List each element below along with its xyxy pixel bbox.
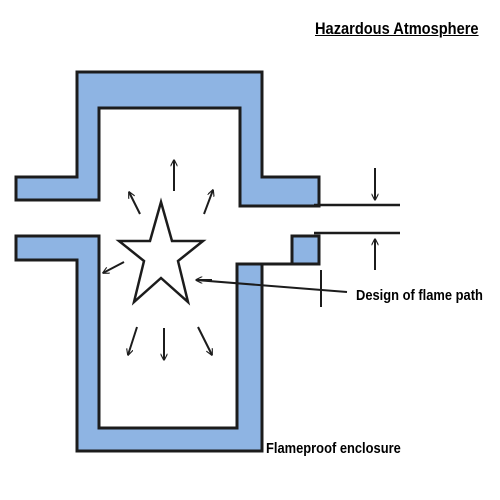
enclosure-label: Flameproof enclosure — [266, 440, 401, 457]
arrow-down-left-icon — [128, 326, 138, 355]
lower-enclosure-wall — [14, 234, 321, 453]
diagram-title: Hazardous Atmosphere — [315, 19, 479, 38]
flame-path-label: Design of flame path — [356, 287, 483, 304]
arrow-left-icon — [103, 261, 125, 273]
star-icon — [115, 197, 207, 306]
arrow-down-right-icon — [197, 326, 213, 355]
upper-enclosure-wall — [14, 70, 321, 208]
arrow-up-right-icon — [203, 190, 213, 215]
explosion-arrows — [103, 160, 213, 360]
flame-path-length-line — [195, 279, 348, 293]
arrow-up-left-icon — [128, 192, 141, 215]
